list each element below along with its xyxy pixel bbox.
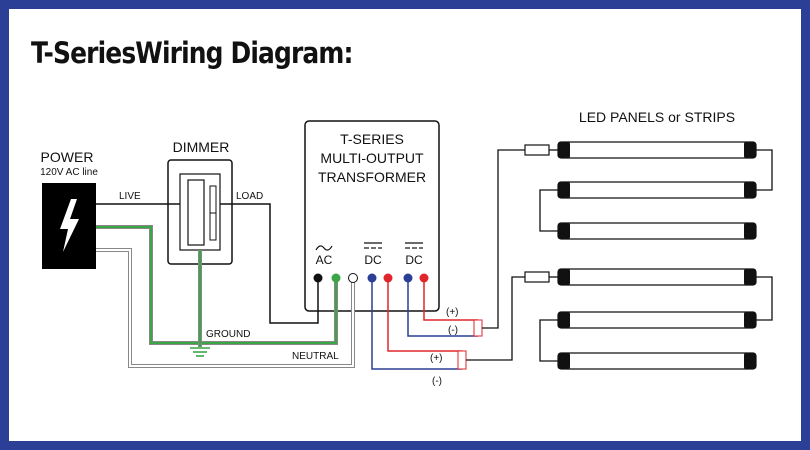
terminal-ac-ground xyxy=(331,273,341,283)
terminal-dc2-negative xyxy=(403,273,413,283)
led-strip xyxy=(557,352,757,370)
inline-fuse-1 xyxy=(524,144,550,156)
neutral-label: NEUTRAL xyxy=(292,351,339,362)
dc-symbol-icon xyxy=(364,242,382,249)
load-wire xyxy=(220,203,319,324)
ground-symbol-icon xyxy=(190,347,210,357)
polarity-pos-2: (+) xyxy=(430,353,443,364)
terminal-dc1-positive xyxy=(383,273,393,283)
led-strip xyxy=(557,311,757,329)
terminal-dc2-positive xyxy=(419,273,429,283)
positive-wire-2 xyxy=(387,278,462,352)
led-strip xyxy=(557,141,757,159)
ac-symbol-icon xyxy=(315,245,333,251)
power-label: POWER xyxy=(41,149,94,165)
output-cable-2 xyxy=(466,276,525,361)
power-sublabel: 120V AC line xyxy=(40,167,98,178)
dc-symbol-icon xyxy=(405,242,423,249)
strip-jumper xyxy=(756,276,773,321)
output-cable-1 xyxy=(482,149,525,329)
led-strip xyxy=(557,222,757,240)
connector-2 xyxy=(457,350,467,370)
ground-label: GROUND xyxy=(206,329,250,340)
terminal-label-dc1: DC xyxy=(364,253,382,267)
page-title: T-SeriesWiring Diagram: xyxy=(31,36,353,70)
terminal-label-ac: AC xyxy=(316,253,333,267)
dimmer-label: DIMMER xyxy=(173,139,230,155)
strip-jumper xyxy=(539,189,558,232)
polarity-neg-2: (-) xyxy=(432,376,442,387)
polarity-pos-1: (+) xyxy=(446,307,459,318)
terminal-label-dc2: DC xyxy=(405,253,423,267)
positive-wire-1 xyxy=(423,278,478,321)
connector-1 xyxy=(473,319,483,337)
load-label: LOAD xyxy=(236,191,263,202)
strip-jumper xyxy=(756,149,773,191)
neutral-wire xyxy=(96,248,355,368)
transformer-line3: TRANSFORMER xyxy=(318,169,426,185)
terminal-ac-live xyxy=(313,273,323,283)
dimmer-rocker xyxy=(187,179,205,246)
negative-wire-2 xyxy=(371,278,462,370)
polarity-neg-1: (-) xyxy=(448,325,458,336)
transformer-line2: MULTI-OUTPUT xyxy=(320,150,424,166)
ground-wire xyxy=(96,225,338,347)
terminal-ac-neutral xyxy=(348,273,358,283)
led-strip xyxy=(557,268,757,286)
terminal-dc1-negative xyxy=(367,273,377,283)
led-strip xyxy=(557,181,757,199)
lightning-bolt-icon xyxy=(60,199,79,252)
negative-wire-1 xyxy=(407,278,478,337)
transformer-line1: T-SERIES xyxy=(340,131,404,147)
led-label: LED PANELS or STRIPS xyxy=(579,109,735,125)
live-label: LIVE xyxy=(119,191,141,202)
inline-fuse-2 xyxy=(524,271,550,283)
strip-jumper xyxy=(539,319,558,362)
